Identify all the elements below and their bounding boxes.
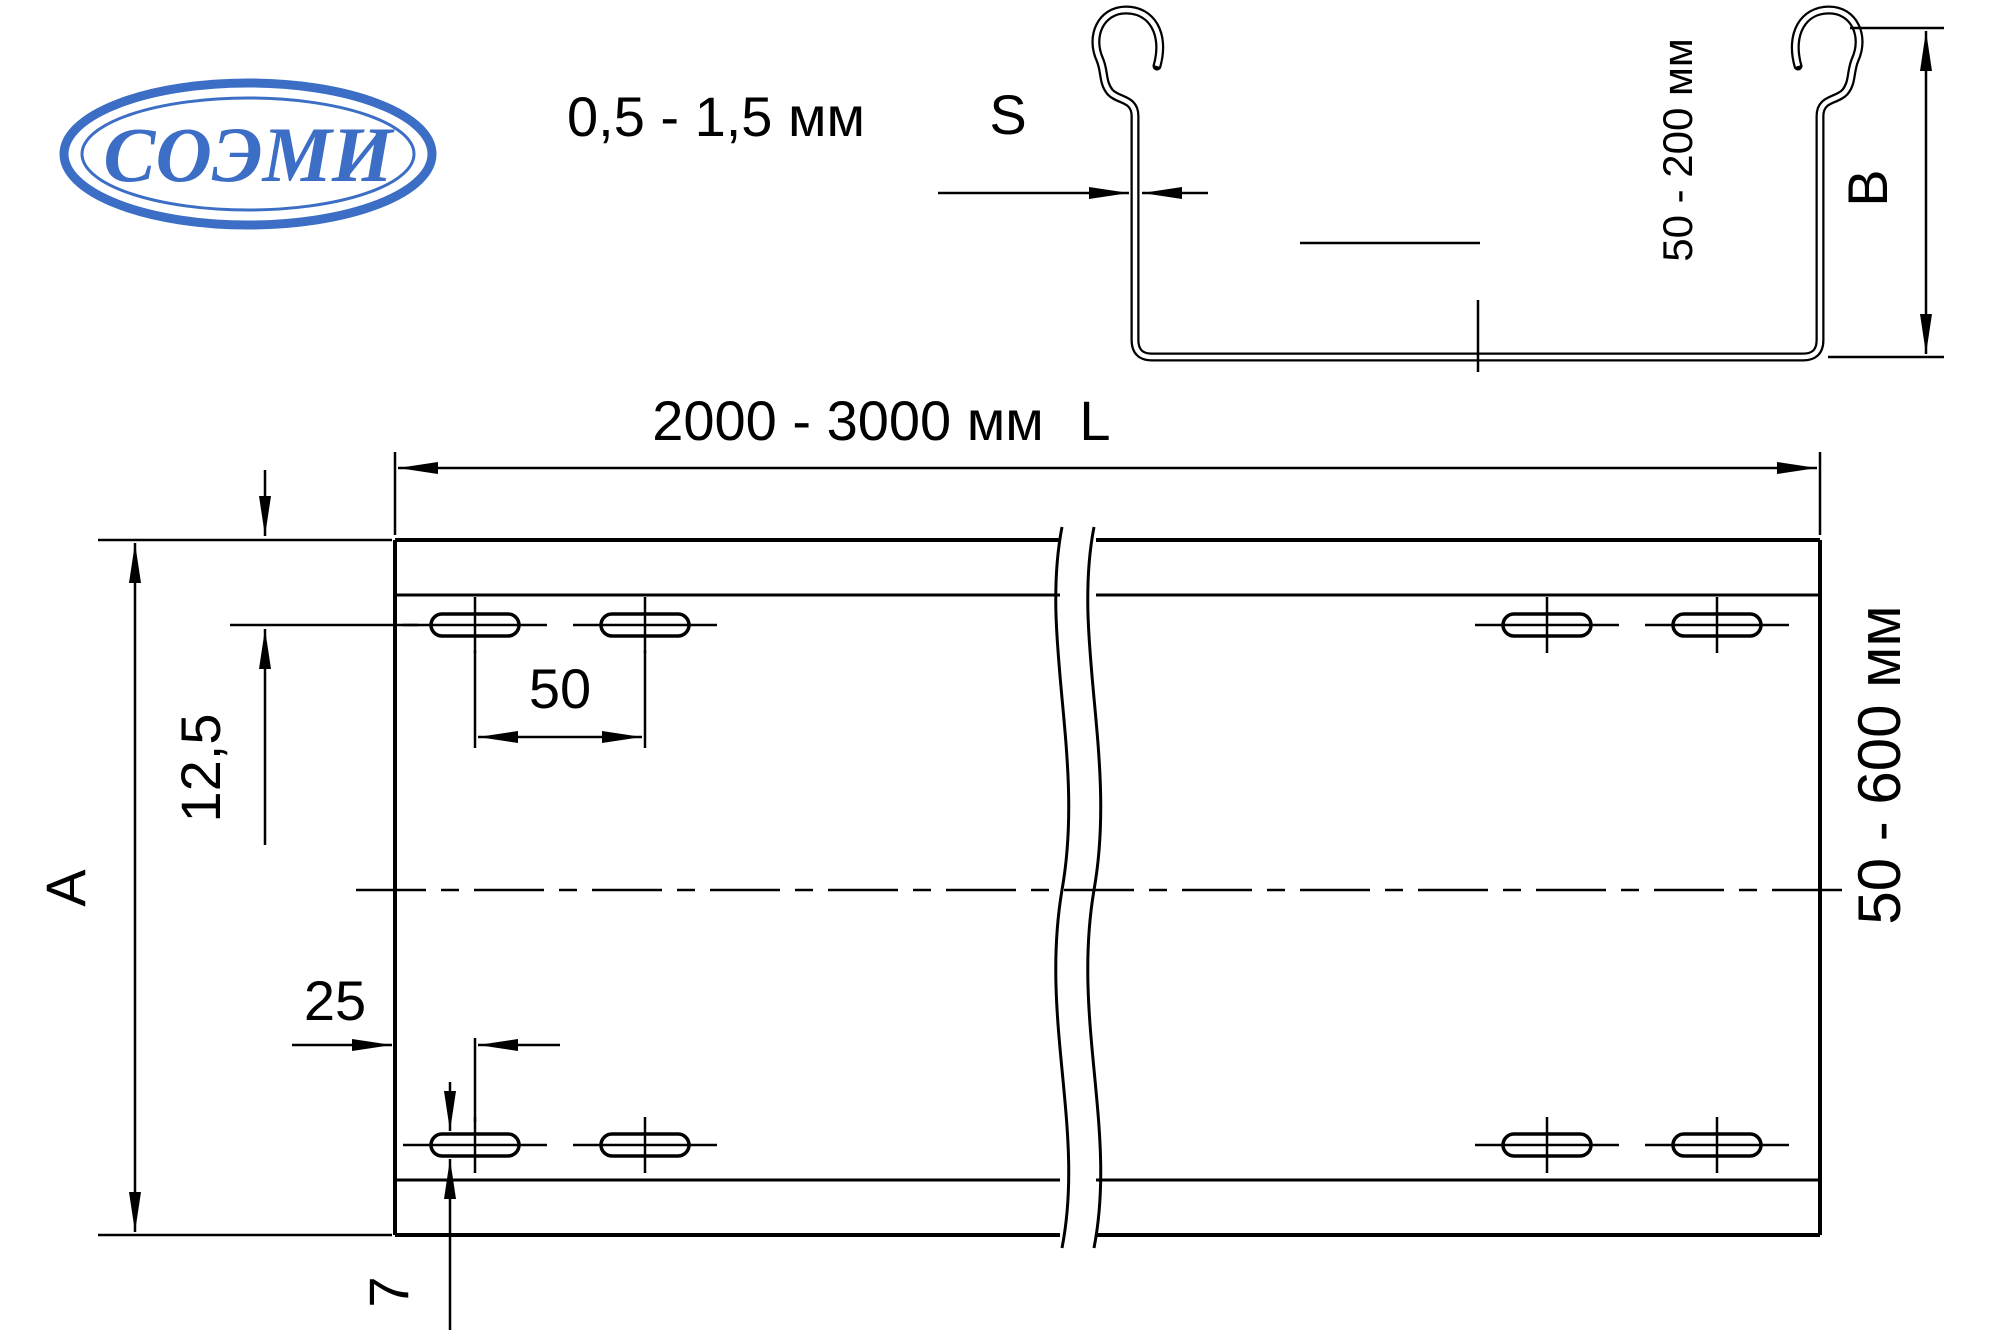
thickness-symbol-label: S xyxy=(989,83,1026,146)
soemi-logo: СОЭМИ xyxy=(59,78,437,230)
slot-pitch-label: 50 xyxy=(529,657,591,720)
dim-length-L: 2000 - 3000 мм L xyxy=(393,389,1822,535)
break-line-left xyxy=(1054,526,1071,1249)
slot-width-label: 7 xyxy=(357,1276,420,1307)
length-symbol-label: L xyxy=(1079,389,1110,452)
break-lines xyxy=(1054,526,1103,1249)
tray-left-piece xyxy=(393,538,1060,1237)
dim-slot-width: 7 xyxy=(357,1082,456,1330)
dim-slot-row-offset: 12,5 xyxy=(169,470,418,845)
logo-outer-ellipse xyxy=(59,78,437,230)
dim-thickness-S: 0,5 - 1,5 мм S xyxy=(567,83,1208,199)
dim-width-A: A xyxy=(34,538,392,1237)
thickness-range-label: 0,5 - 1,5 мм xyxy=(567,85,865,148)
height-range-label: 50 - 200 мм xyxy=(1654,38,1701,262)
slot-row-offset-label: 12,5 xyxy=(169,714,232,823)
logo-inner-ellipse xyxy=(80,96,416,212)
tray-right-piece xyxy=(1096,538,1822,1237)
dim-slot-pitch: 50 xyxy=(473,650,647,748)
logo-text: СОЭМИ xyxy=(103,111,394,198)
length-range-label: 2000 - 3000 мм xyxy=(652,389,1043,452)
break-line-right xyxy=(1086,526,1103,1249)
width-range-label: 50 - 600 мм xyxy=(1846,605,1913,924)
plan-view: 2000 - 3000 мм L A 50 - 600 мм 12,5 50 xyxy=(34,389,1913,1330)
height-symbol-label: B xyxy=(1836,169,1899,206)
dim-height-B: B xyxy=(1828,26,1944,359)
slot-centerlines xyxy=(403,597,1789,1173)
cross-section-view: 0,5 - 1,5 мм S 50 - 200 мм B xyxy=(567,5,1944,372)
dim-slot-end-offset: 25 xyxy=(292,969,560,1122)
width-symbol-label: A xyxy=(34,869,97,907)
slot-end-offset-label: 25 xyxy=(304,969,366,1032)
